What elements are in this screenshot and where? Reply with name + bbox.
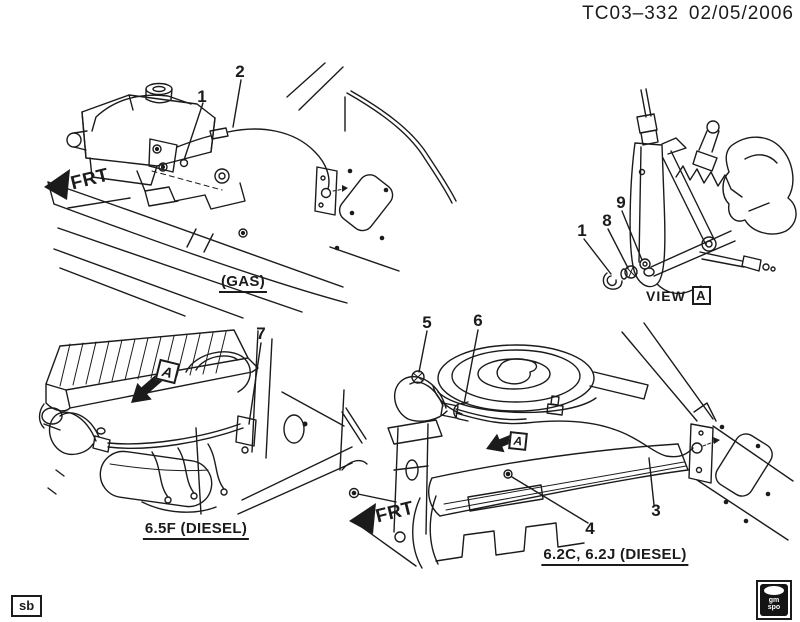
gm-spo-logo-oval (764, 586, 784, 595)
firewall-bracket-pad (314, 166, 400, 272)
frt-arrowhead-gas (44, 169, 70, 200)
diesel-65-drawing (38, 329, 353, 515)
callout-6-diesel62: 6 (473, 311, 483, 330)
diesel-62-cable (394, 370, 703, 458)
gm-spo-logo: gm spo (756, 580, 792, 620)
doc-number: TC03–332 (582, 3, 679, 24)
callout-5-diesel62: 5 (422, 313, 432, 332)
callout-8-pedal: 8 (602, 211, 612, 230)
doc-date: 02/05/2006 (688, 3, 794, 24)
view-label: VIEW (646, 287, 686, 304)
view-a-arrow-65 (131, 372, 164, 403)
throttle-cable (151, 127, 332, 199)
frt-arrowhead-62 (349, 503, 376, 534)
callout-9-pedal: 9 (616, 193, 626, 212)
diesel-62-bracket-pad (621, 322, 794, 541)
caption-gas: (GAS) (219, 273, 267, 293)
gm-spo-logo-line1: gm (768, 597, 780, 604)
callout-1-pedal: 1 (577, 221, 587, 240)
drafter-initials-box: sb (11, 595, 43, 617)
cable-fasteners (602, 258, 651, 290)
pedal-view-a-drawing (583, 88, 797, 295)
return-spring (675, 165, 743, 198)
callout-4-diesel62: 4 (585, 519, 595, 538)
caption-diesel65: 6.5F (DIESEL) (142, 520, 250, 540)
callout-2-gas: 2 (235, 62, 245, 81)
diesel-62-valve-cover (341, 407, 689, 569)
view-a-caption: VIEW A (646, 286, 711, 305)
detail-ref-box-62: A (508, 431, 528, 451)
gm-spo-logo-inner: gm spo (760, 584, 788, 616)
document-id: TC03–332 02/05/2006 (572, 3, 794, 25)
caption-diesel62: 6.2C, 6.2J (DIESEL) (541, 546, 689, 566)
gas-engine-drawing (44, 62, 457, 319)
view-ref-box: A (691, 286, 711, 305)
callout-3-diesel62: 3 (651, 501, 661, 520)
callout-1-gas: 1 (197, 87, 207, 106)
air-cleaner (432, 344, 649, 416)
tbi-unit (66, 82, 216, 186)
diesel-65-cable (48, 411, 257, 456)
gm-spo-logo-line2: spo (767, 604, 781, 611)
diesel-62-drawing (341, 322, 794, 569)
gas-valve-cover (47, 168, 348, 319)
callout-7-diesel65: 7 (256, 324, 266, 343)
